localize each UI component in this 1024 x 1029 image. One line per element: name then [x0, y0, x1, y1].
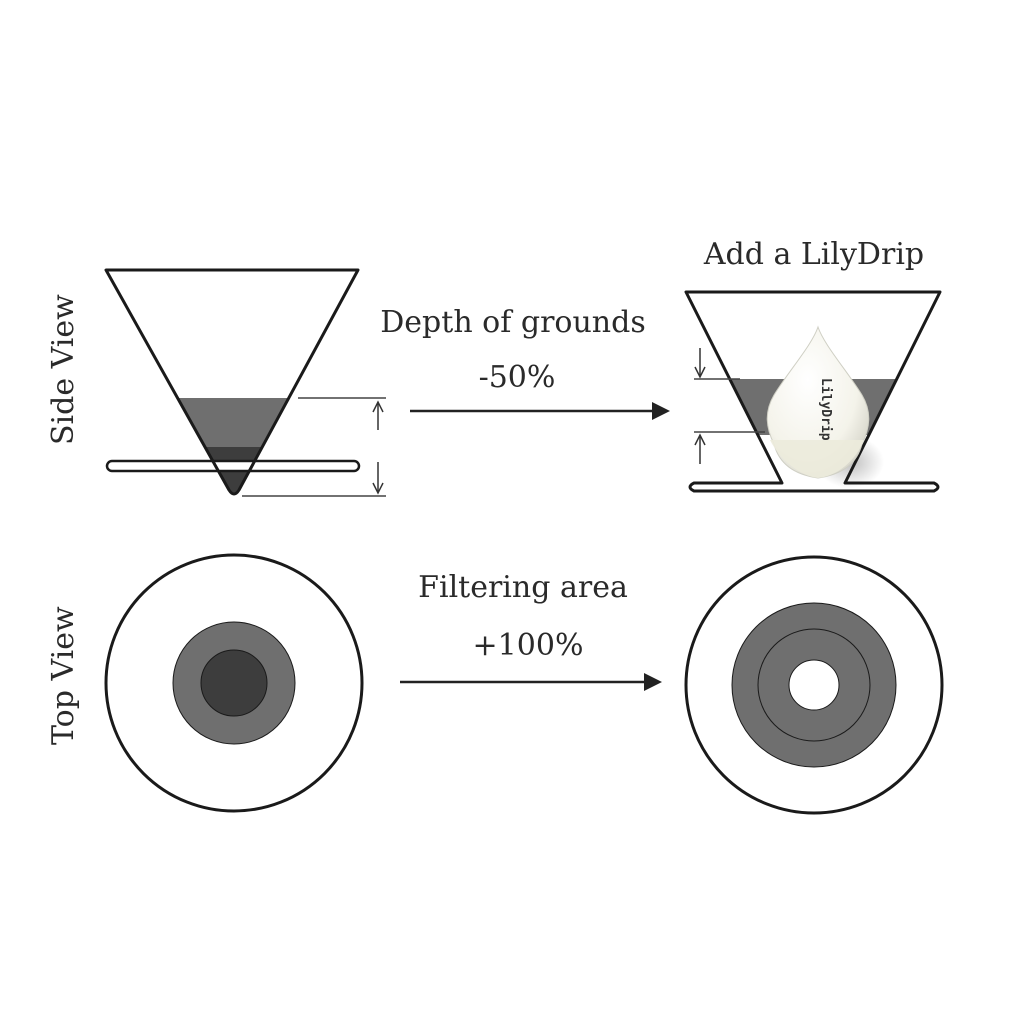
top-view-insert-hole — [788, 659, 840, 711]
add-lilydrip-title: Add a LilyDrip — [703, 237, 924, 272]
area-change-value: +100% — [473, 628, 584, 663]
cone-side-view-original — [104, 268, 386, 497]
depth-change-value: -50% — [479, 360, 556, 395]
cone-side-view-with-insert: LilyDrip — [684, 290, 942, 493]
right-dimension-arrow-down — [694, 366, 706, 379]
top-view-with-insert — [684, 555, 944, 815]
top-view-grounds-inner — [200, 649, 268, 717]
cone-outline — [104, 268, 360, 496]
lilydrip-insert: LilyDrip — [766, 325, 870, 479]
dripper-base-plate — [105, 459, 361, 473]
cone-outline-with-base — [684, 290, 942, 493]
depth-of-grounds-label: Depth of grounds — [380, 305, 645, 340]
filtering-area-label: Filtering area — [418, 570, 628, 605]
right-dimension-arrow-up — [694, 433, 706, 446]
top-view-label: Top View — [46, 606, 81, 745]
dimension-arrow-up — [372, 400, 384, 413]
grounds-lower-layer — [106, 447, 358, 494]
top-view-original — [104, 553, 364, 813]
top-view-inner-ring — [757, 628, 871, 742]
grounds-upper-layer — [106, 398, 358, 448]
transform-arrow-side — [410, 402, 670, 420]
dimension-arrow-down — [372, 482, 384, 495]
insert-brand-text: LilyDrip — [818, 378, 833, 441]
transform-arrow-top — [400, 673, 662, 691]
side-view-label: Side View — [46, 294, 81, 445]
